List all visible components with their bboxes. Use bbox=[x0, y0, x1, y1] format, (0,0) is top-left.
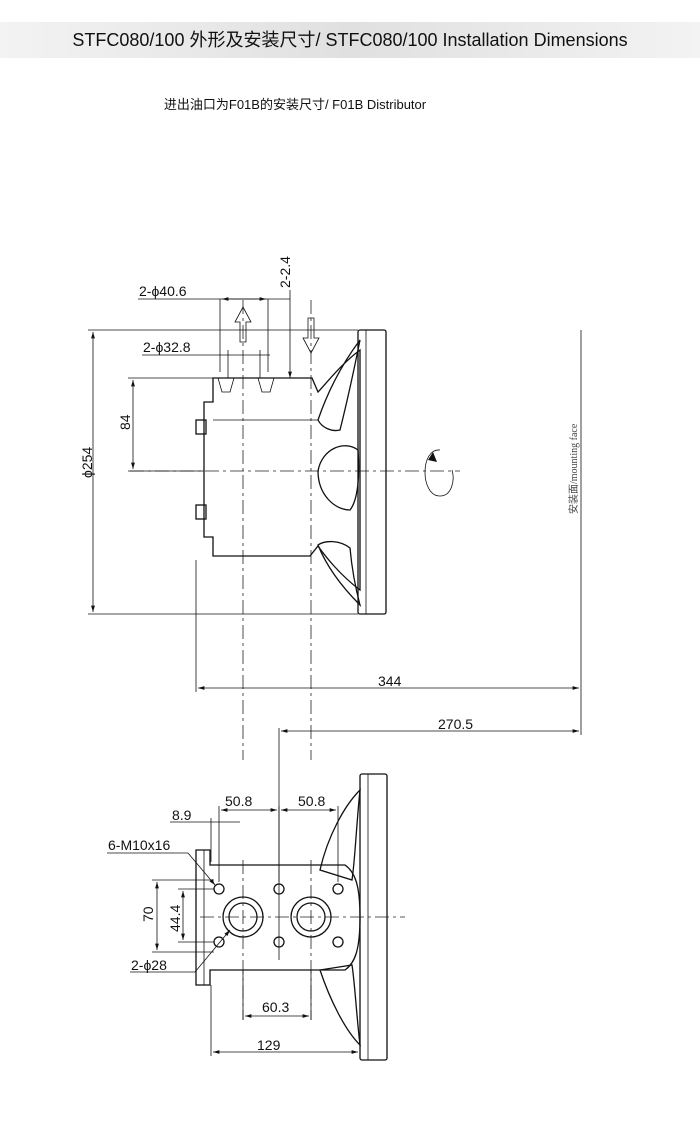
drawing-subtitle: 进出油口为F01B的安装尺寸/ F01B Distributor bbox=[163, 97, 427, 112]
dim-44-4: 44.4 bbox=[167, 905, 183, 932]
dim-60-3: 60.3 bbox=[262, 999, 289, 1015]
bolt-hole bbox=[273, 936, 285, 948]
side-boss-lower bbox=[195, 504, 207, 520]
lobe-lower bbox=[317, 540, 362, 608]
dim-84: 84 bbox=[117, 414, 133, 430]
dim-50-8-a: 50.8 bbox=[225, 793, 252, 809]
port-b-inner bbox=[296, 902, 326, 932]
dim-8-9: 8.9 bbox=[172, 807, 192, 823]
housing-outline bbox=[203, 348, 361, 592]
port-a-outer bbox=[222, 896, 264, 938]
mounting-face-label: 安装面/mounting face bbox=[567, 423, 580, 514]
dim-50-8-b: 50.8 bbox=[298, 793, 325, 809]
rotation-arrow-icon bbox=[424, 449, 454, 497]
dim-129: 129 bbox=[257, 1037, 281, 1053]
lobe-middle bbox=[317, 445, 360, 511]
flow-arrow-up-icon bbox=[234, 306, 252, 343]
bolt-hole bbox=[332, 936, 344, 948]
port-face-view: 8.9 50.8 50.8 6-M10x16 70 44.4 2-ϕ28 60. bbox=[107, 773, 405, 1061]
port-plate-outline bbox=[195, 849, 361, 986]
dim-70: 70 bbox=[140, 906, 156, 922]
bolt-hole bbox=[273, 883, 285, 895]
port-counterbore-a bbox=[217, 377, 235, 393]
side-view: 安装面/mounting face ϕ254 84 2-ϕ40.6 2-ϕ32.… bbox=[79, 256, 582, 960]
flow-arrow-down-icon bbox=[302, 317, 320, 354]
port-counterbore-b bbox=[257, 377, 275, 393]
bolt-hole bbox=[213, 883, 225, 895]
dim-phi254: ϕ254 bbox=[79, 447, 95, 478]
bottom-lobe-upper bbox=[319, 788, 361, 881]
dim-344: 344 bbox=[378, 673, 402, 689]
mounting-flange bbox=[357, 329, 387, 615]
dim-2-phi28: 2-ϕ28 bbox=[131, 957, 167, 973]
bolt-hole bbox=[332, 883, 344, 895]
dim-2-phi40-6: 2-ϕ40.6 bbox=[139, 283, 187, 299]
side-boss-upper bbox=[195, 419, 207, 435]
bottom-lobe-lower bbox=[319, 964, 361, 1047]
dim-2-2-4: 2-2.4 bbox=[277, 256, 293, 288]
port-b-outer bbox=[290, 896, 332, 938]
port-a-inner bbox=[228, 902, 258, 932]
dim-2-phi32-8: 2-ϕ32.8 bbox=[143, 339, 191, 355]
dim-6-m10x16: 6-M10x16 bbox=[108, 837, 170, 853]
lobe-upper bbox=[317, 339, 361, 432]
dim-270-5: 270.5 bbox=[438, 716, 473, 732]
page-title: STFC080/100 外形及安装尺寸/ STFC080/100 Install… bbox=[0, 22, 700, 58]
